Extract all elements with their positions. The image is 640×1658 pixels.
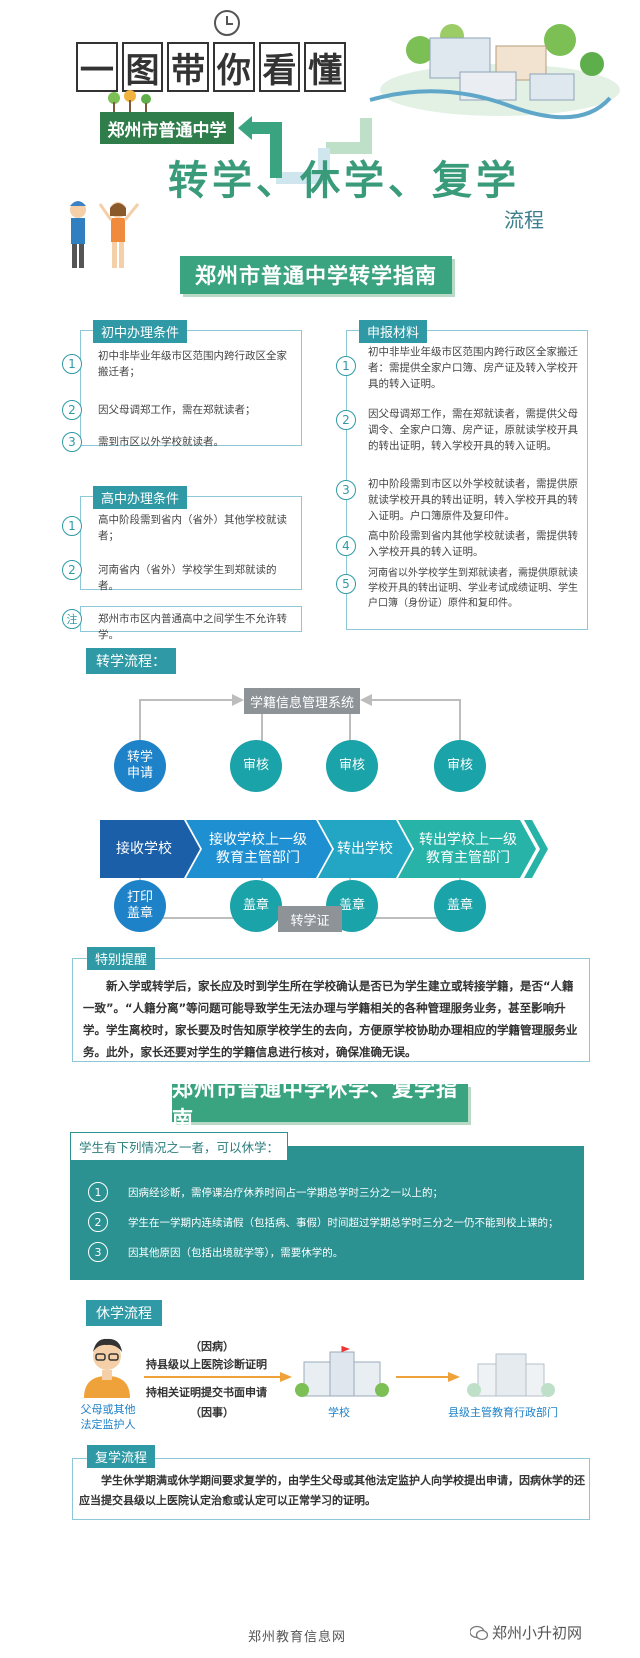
flow-step-receiving-school: 接收学校 [116,841,172,857]
suspension-condition-2: 2 学生在一学期内连续请假（包括病、事假）时间超过学期总学时三分之一仍不能到校上… [88,1212,568,1236]
review-circle: 审核 [326,740,378,792]
parent-label: 父母或其他 法定监护人 [80,1403,136,1431]
hero-char: 懂 [304,42,347,92]
reminder-box: 特别提醒 新入学或转学后，家长应及时到学生所在学校确认是否已为学生建立或转接学籍… [72,947,590,1062]
material-2: 因父母调郑工作，需在郑就读者，需提供父母调令、全家户口簿、房产证，原就读学校开具… [368,408,578,452]
school-label: 学校 [328,1406,350,1419]
transfer-flow-band [100,820,548,878]
wechat-icon [470,1625,488,1640]
flow-step-receiving-authority: 接收学校上一级 教育主管部门 [209,832,307,866]
senior-conditions-tag: 高中办理条件 [93,486,188,509]
senior-condition-1: 高中阶段需到省内（省外）其他学校就读者； [98,514,287,542]
flow-arrows-illustration [238,116,372,184]
print-stamp-circle: 打印 盖章 [114,880,166,932]
suspension-flow-tag: 休学流程 [86,1300,162,1326]
hero-char: 看 [258,42,301,92]
authority-building-icon [467,1353,555,1397]
authority-label: 县级主管教育行政部门 [448,1406,558,1419]
hero-char: 你 [213,42,255,92]
materials-tag: 申报材料 [359,320,428,343]
junior-condition-1: 初中非毕业年级市区范围内跨行政区全家搬迁者； [98,350,287,378]
material-1: 初中非毕业年级市区范围内跨行政区全家搬迁者：需提供全家户口簿、房产证及转入学校开… [368,346,578,390]
kids-illustration [70,201,140,268]
number-badge: 2 [88,1212,108,1232]
number-badge: 1 [336,356,356,376]
illness-label: （因病） [190,1340,234,1353]
suspension-condition-text: 因病经诊断，需停课治疗休养时间占一学期总学时三分之一以上的； [128,1187,443,1199]
flow-step-sending-school: 转出学校 [337,841,393,857]
junior-condition-3: 需到市区以外学校就读者。 [98,436,224,448]
transfer-guide-banner: 郑州市普通中学转学指南 [180,256,452,294]
hero-char: 图 [121,42,164,92]
hero-char: 一 [76,42,118,92]
number-badge: 2 [62,400,82,420]
hero-title: 一 图 带 你 看 懂 [76,42,347,92]
headline-suffix: 流程 [504,208,544,232]
number-badge: 3 [336,480,356,500]
suspension-condition-text: 学生在一学期内连续请假（包括病、事假）时间超过学期总学时三分之一仍不能到校上课的… [128,1217,559,1229]
junior-condition-2: 因父母调郑工作，需在郑就读者； [98,404,256,416]
flow-arrow-icon [396,1372,460,1382]
illness-document: 持县级以上医院诊断证明 [146,1358,267,1371]
number-badge: 5 [336,574,356,594]
senior-condition-2: 河南省内（省外）学校学生到郑就读的者。 [98,564,277,592]
suspension-condition-1: 1 因病经诊断，需停课治疗休养时间占一学期总学时三分之一以上的； [88,1182,568,1206]
apply-circle: 转学 申请 [114,740,166,792]
trees-illustration [108,90,151,112]
junior-conditions-tag: 初中办理条件 [93,320,188,343]
number-badge: 1 [62,516,82,536]
student-info-system-box: 学籍信息管理系统 [244,688,360,714]
stamp-circle: 盖章 [434,880,486,932]
wechat-account: 郑州小升初网 [470,1622,582,1643]
number-badge: 3 [88,1242,108,1262]
suspension-conditions-tag: 学生有下列情况之一者，可以休学： [70,1132,289,1161]
transfer-flow-tag: 转学流程： [86,648,176,674]
number-badge: 2 [336,410,356,430]
hero-char: 带 [167,42,210,92]
matter-label: （因事） [190,1406,234,1419]
school-banner: 郑州市普通中学 [100,112,234,144]
suspension-condition-3: 3 因其他原因（包括出境就学等），需要休学的。 [88,1242,568,1266]
stamp-circle: 盖章 [230,880,282,932]
campus-illustration [369,24,620,120]
senior-conditions-box: 高中办理条件 [80,486,302,590]
material-3: 初中阶段需到市区以外学校就读者，需提供原就读学校开具的转出证明，转入学校开具的转… [368,478,578,522]
material-4: 高中阶段需到省内其他学校就读者，需提供转入学校开具的转入证明。 [368,530,578,558]
clock-icon [214,10,240,36]
flow-step-sending-authority: 转出学校上一级 教育主管部门 [419,832,517,866]
resume-flow-text: 学生休学期满或休学期间要求复学的，由学生父母或其他法定监护人向学校提出申请，因病… [79,1474,585,1507]
suspension-condition-text: 因其他原因（包括出境就学等），需要休学的。 [128,1247,344,1259]
material-5: 河南省以外学校学生到郑就读者，需提供原就读学校开具的转出证明、学业考试成绩证明、… [368,568,578,609]
resume-flow-tag: 复学流程 [87,1445,156,1468]
note-badge: 注 [62,609,82,629]
wechat-account-name: 郑州小升初网 [492,1624,583,1642]
footer-source: 郑州教育信息网 [248,1630,347,1645]
number-badge: 3 [62,432,82,452]
number-badge: 4 [336,536,356,556]
junior-conditions-box: 初中办理条件 [80,320,302,446]
parent-avatar [84,1338,130,1398]
materials-box: 申报材料 [346,320,588,630]
number-badge: 1 [62,354,82,374]
flow-arrow-icon [144,1372,292,1382]
note-text: 郑州市市区内普通高中之间学生不允许转学。 [98,613,287,641]
review-circle: 审核 [230,740,282,792]
reminder-text: 新入学或转学后，家长应及时到学生所在学校确认是否已为学生建立或转接学籍，是否“人… [83,979,578,1059]
number-badge: 2 [62,560,82,580]
resume-flow-box: 复学流程 学生休学期满或休学期间要求复学的，由学生父母或其他法定监护人向学校提出… [72,1445,590,1520]
reminder-tag: 特别提醒 [87,947,156,970]
number-badge: 1 [88,1182,108,1202]
suspension-guide-banner: 郑州市普通中学休学、复学指南 [172,1077,468,1131]
topic-headline: 转学、休学、复学 [168,158,520,204]
school-building-icon [295,1346,389,1397]
matter-document: 持相关证明提交书面申请 [146,1386,267,1399]
review-circle: 审核 [434,740,486,792]
transfer-certificate-box: 转学证 [278,906,342,932]
note-box [80,606,302,632]
suspension-conditions-panel: 1 因病经诊断，需停课治疗休养时间占一学期总学时三分之一以上的； 2 学生在一学… [70,1146,584,1280]
